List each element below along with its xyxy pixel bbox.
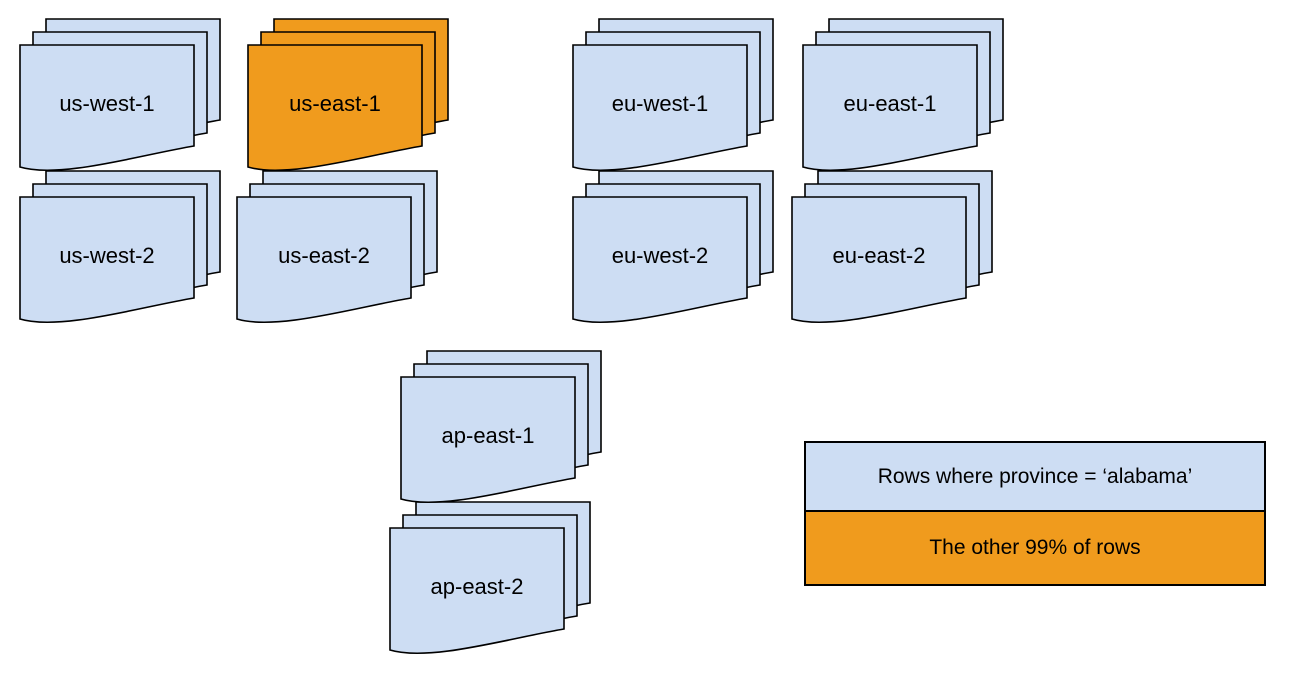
region-label: us-west-2 [59,243,155,268]
legend-label-province-alabama: Rows where province = ‘alabama’ [877,464,1193,488]
legend-label-other-rows: The other 99% of rows [929,536,1141,559]
region-label: eu-west-2 [611,243,709,268]
stacked-pages-icon [802,18,1004,172]
region-label: us-east-1 [289,91,381,116]
region-label: ap-east-1 [441,423,535,448]
region-label: us-east-2 [278,243,370,268]
region-label: eu-east-1 [843,91,937,116]
region-label: ap-east-2 [430,574,524,599]
stacked-pages-icon [19,170,221,324]
stacked-pages-icon [389,501,591,655]
region-stack-ap-east-2: ap-east-2 [389,501,592,658]
region-stack-eu-west-1: eu-west-1 [572,18,775,175]
legend-row-province-alabama: Rows where province = ‘alabama’ [806,443,1264,510]
stacked-pages-icon [572,170,774,324]
stacked-pages-icon [236,170,438,324]
stacked-pages-icon [247,18,449,172]
region-stack-eu-west-2: eu-west-2 [572,170,775,327]
stacked-pages-icon [572,18,774,172]
region-stack-us-east-1: us-east-1 [247,18,450,175]
legend: Rows where province = ‘alabama’ The othe… [804,441,1266,586]
stacked-pages-icon [400,350,602,504]
region-stack-us-east-2: us-east-2 [236,170,439,327]
stacked-pages-icon [19,18,221,172]
region-label: eu-west-1 [611,91,709,116]
region-stack-eu-east-1: eu-east-1 [802,18,1005,175]
region-stack-us-west-1: us-west-1 [19,18,222,175]
region-stack-ap-east-1: ap-east-1 [400,350,603,507]
region-label: us-west-1 [59,91,155,116]
region-stack-us-west-2: us-west-2 [19,170,222,327]
region-stack-eu-east-2: eu-east-2 [791,170,994,327]
region-label: eu-east-2 [832,243,926,268]
stacked-pages-icon [791,170,993,324]
legend-row-other-rows: The other 99% of rows [806,510,1264,584]
